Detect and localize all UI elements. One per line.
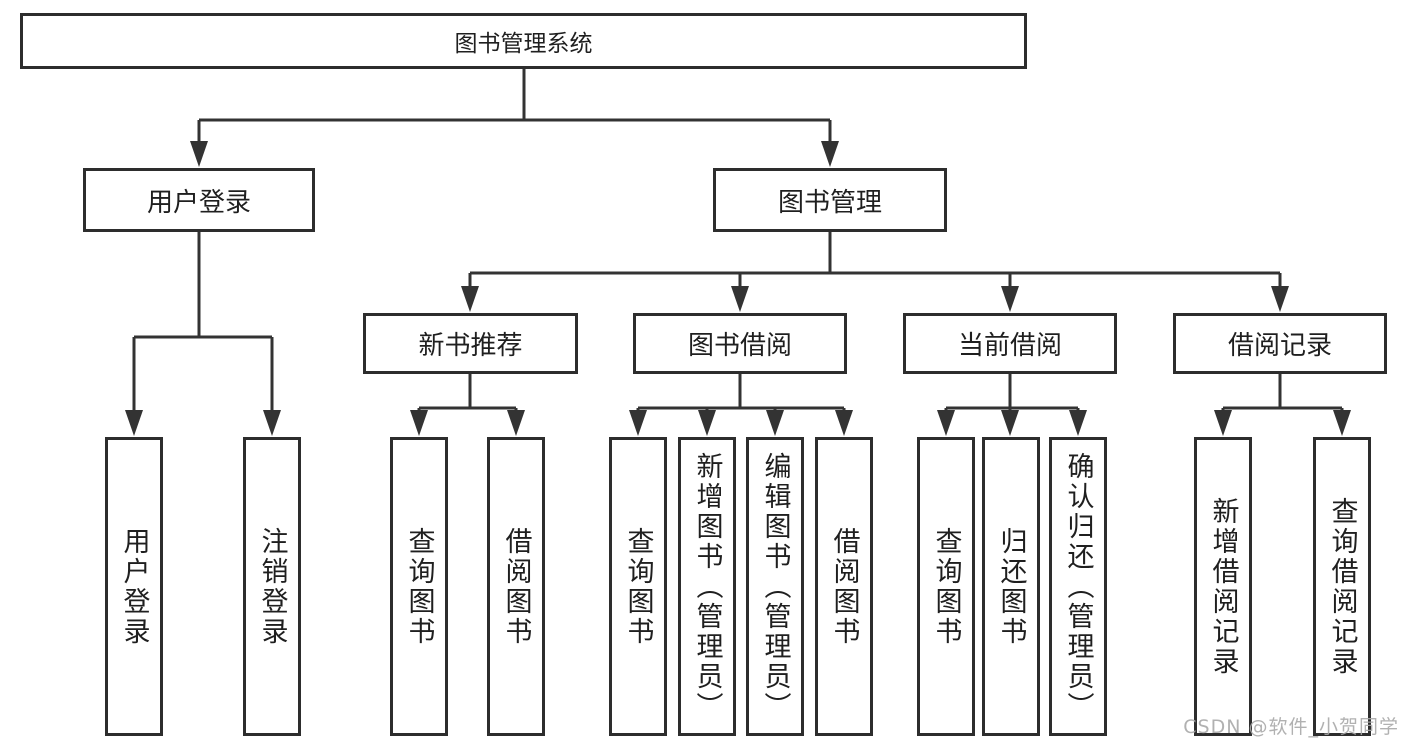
leaf-edit-books-admin-label: 编辑图书（管理员）: [759, 451, 791, 722]
node-current-borrowing: 当前借阅: [903, 313, 1117, 374]
leaf-query-books-label: 查询图书: [403, 526, 435, 647]
leaf-query-books-label: 查询图书: [622, 526, 654, 647]
leaf-return-books-label: 归还图书: [995, 526, 1027, 647]
leaf-user-login-label: 用户登录: [118, 526, 150, 647]
leaf-add-books-admin-label: 新增图书（管理员）: [691, 451, 723, 722]
leaf-edit-books-admin: 编辑图书（管理员）: [746, 437, 804, 736]
leaf-user-login: 用户登录: [105, 437, 163, 736]
leaf-add-borrow-record-label: 新增借阅记录: [1207, 496, 1239, 677]
node-book-borrowing: 图书借阅: [633, 313, 847, 374]
node-user-login: 用户登录: [83, 168, 315, 232]
leaf-logout-label: 注销登录: [256, 526, 288, 647]
leaf-add-borrow-record: 新增借阅记录: [1194, 437, 1252, 736]
node-new-book-recommendation: 新书推荐: [363, 313, 578, 374]
leaf-query-books: 查询图书: [917, 437, 975, 736]
leaf-query-borrow-record: 查询借阅记录: [1313, 437, 1371, 736]
leaf-confirm-return-admin: 确认归还（管理员）: [1049, 437, 1107, 736]
connector-arrowheads: [125, 141, 1351, 436]
leaf-borrow-books: 借阅图书: [487, 437, 545, 736]
leaf-confirm-return-admin-label: 确认归还（管理员）: [1062, 451, 1094, 722]
node-book-borrowing-label: 图书借阅: [687, 331, 792, 361]
node-new-book-recommendation-label: 新书推荐: [418, 331, 523, 361]
leaf-query-books: 查询图书: [609, 437, 667, 736]
leaf-borrow-books: 借阅图书: [815, 437, 873, 736]
leaf-query-books-label: 查询图书: [930, 526, 962, 647]
node-user-login-label: 用户登录: [146, 187, 251, 218]
leaf-borrow-books-label: 借阅图书: [828, 526, 860, 647]
node-book-management: 图书管理: [713, 168, 947, 232]
leaf-query-borrow-record-label: 查询借阅记录: [1326, 496, 1358, 677]
csdn-watermark: CSDN @软件_小贺同学: [1183, 716, 1399, 738]
node-borrowing-records: 借阅记录: [1173, 313, 1387, 374]
leaf-add-books-admin: 新增图书（管理员）: [678, 437, 736, 736]
node-library-system-label: 图书管理系统: [454, 31, 593, 57]
node-library-system: 图书管理系统: [20, 13, 1027, 69]
node-book-management-label: 图书管理: [777, 187, 882, 218]
node-borrowing-records-label: 借阅记录: [1227, 331, 1332, 361]
node-current-borrowing-label: 当前借阅: [957, 331, 1062, 361]
leaf-borrow-books-label: 借阅图书: [500, 526, 532, 647]
leaf-logout: 注销登录: [243, 437, 301, 736]
leaf-query-books: 查询图书: [390, 437, 448, 736]
leaf-return-books: 归还图书: [982, 437, 1040, 736]
